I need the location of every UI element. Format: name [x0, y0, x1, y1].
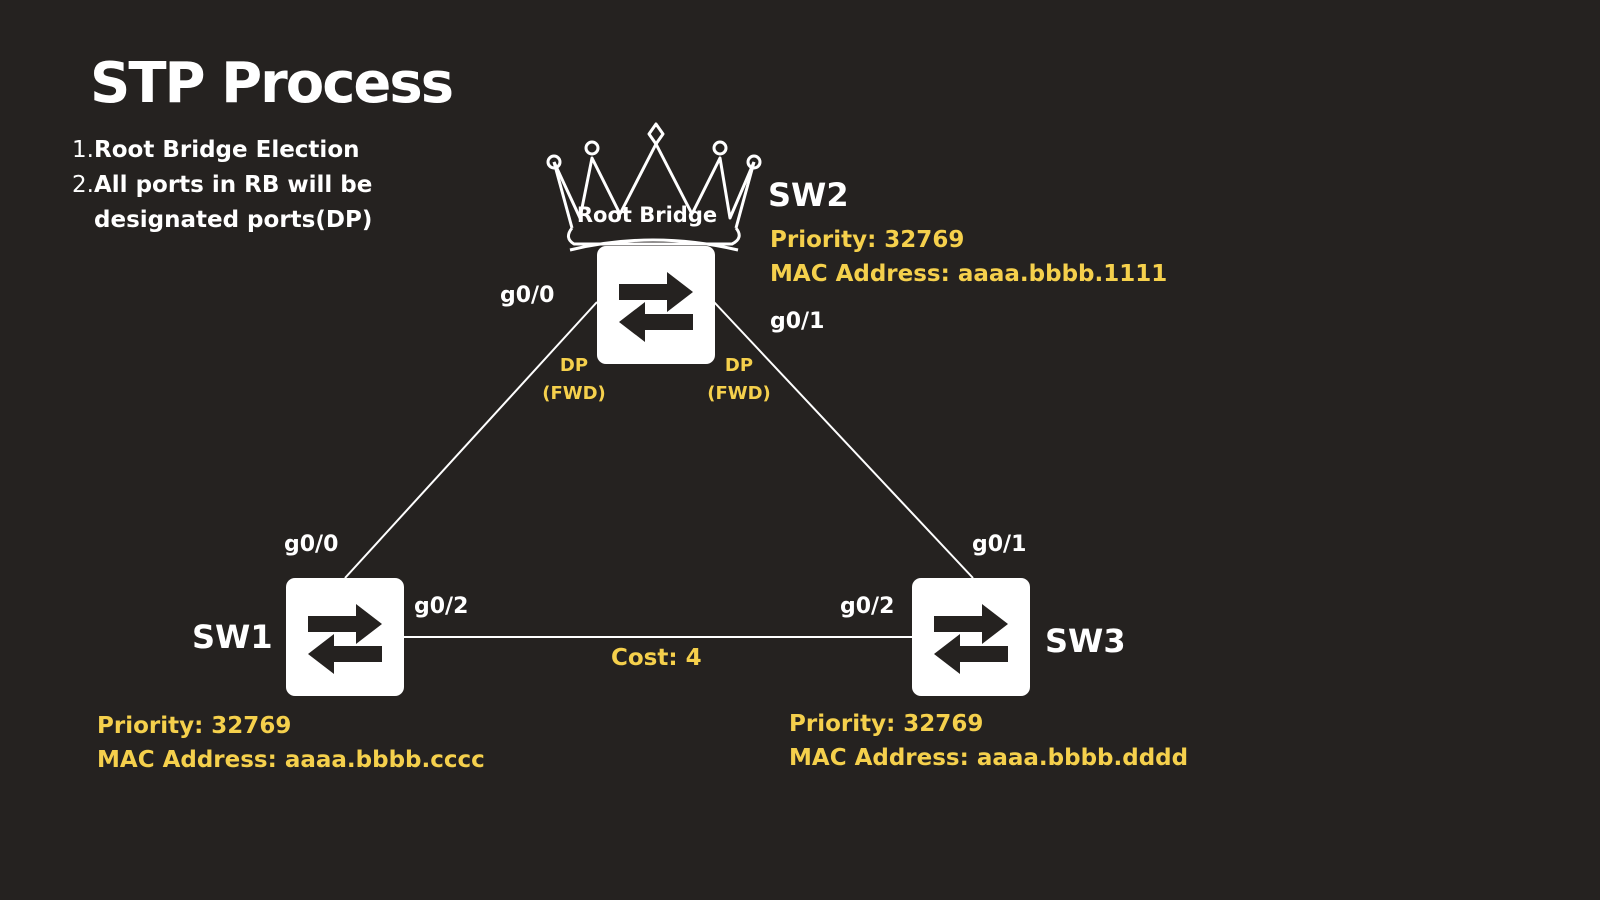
link-sw2-sw3: [713, 301, 974, 579]
link-cost-label: Cost: 4: [611, 645, 702, 671]
port-state: (FWD): [542, 383, 606, 404]
root-bridge-label: Root Bridge: [576, 203, 718, 227]
sw1-priority: Priority: 32769: [97, 713, 292, 739]
steps-list: 1. Root Bridge Election 2. All ports in …: [68, 133, 394, 238]
page-title: STP Process: [90, 51, 454, 116]
port-role-sw2-right: DP (FWD): [694, 352, 784, 408]
port-sw2-g0-0: g0/0: [500, 283, 555, 308]
port-sw2-g0-1: g0/1: [770, 309, 825, 334]
switch-arrows-icon: [308, 604, 382, 674]
sw2-mac: MAC Address: aaaa.bbbb.1111: [770, 261, 1168, 287]
sw2-switch[interactable]: [597, 246, 715, 364]
port-sw1-g0-2: g0/2: [414, 594, 469, 619]
step-item: 1. Root Bridge Election: [68, 133, 394, 168]
sw1-mac: MAC Address: aaaa.bbbb.cccc: [97, 747, 485, 773]
sw3-name: SW3: [1045, 622, 1126, 660]
port-role-sw2-left: DP (FWD): [529, 352, 619, 408]
port-sw3-g0-1: g0/1: [972, 532, 1027, 557]
sw1-switch[interactable]: [286, 578, 404, 696]
step-item: 2. All ports in RB will be designated po…: [68, 168, 394, 238]
sw2-name: SW2: [768, 176, 849, 214]
sw2-priority: Priority: 32769: [770, 227, 965, 253]
switch-arrows-icon: [619, 272, 693, 342]
sw3-switch[interactable]: [912, 578, 1030, 696]
port-sw1-g0-0: g0/0: [284, 532, 339, 557]
step-number: 2.: [72, 172, 94, 198]
port-state: (FWD): [707, 383, 771, 404]
sw1-name: SW1: [192, 618, 273, 656]
sw3-mac: MAC Address: aaaa.bbbb.dddd: [789, 745, 1189, 771]
port-sw3-g0-2: g0/2: [840, 594, 895, 619]
port-role: DP: [559, 355, 589, 376]
crown-icon: [546, 122, 762, 252]
step-text: Root Bridge Election: [94, 137, 360, 163]
step-number: 1.: [72, 137, 94, 163]
step-text: All ports in RB will be designated ports…: [94, 172, 373, 233]
port-role: DP: [724, 355, 754, 376]
link-sw2-sw1: [344, 301, 598, 579]
switch-arrows-icon: [934, 604, 1008, 674]
sw3-priority: Priority: 32769: [789, 711, 984, 737]
